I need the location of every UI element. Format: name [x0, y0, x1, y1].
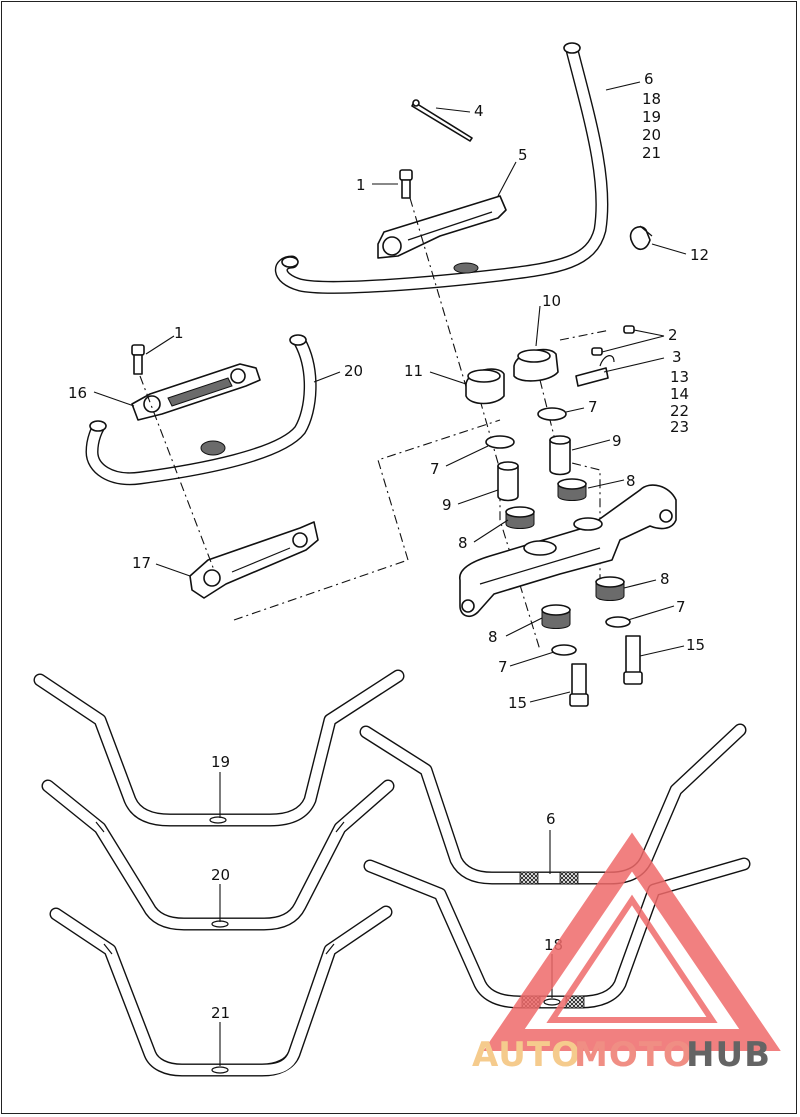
callout-17: 17 [132, 554, 151, 572]
callout-7-c: 7 [676, 598, 686, 616]
callout-8-b: 8 [458, 534, 468, 552]
callout-8-a: 8 [626, 472, 636, 490]
lower-riser-clamp [189, 521, 319, 599]
middle-riser-clamp [131, 363, 261, 421]
callout-16: 16 [68, 384, 87, 402]
callout-5: 5 [518, 146, 528, 164]
callout-7-b: 7 [430, 460, 440, 478]
callout-1-middle: 1 [174, 324, 184, 342]
callout-9-b: 9 [442, 496, 452, 514]
callout-19: 19 [642, 108, 661, 126]
clamp-screw-top [399, 169, 413, 199]
callout-21: 21 [642, 144, 661, 162]
callout-6-variant: 6 [546, 810, 556, 828]
callout-labels: 4 6 18 19 20 21 1 5 12 1 20 16 10 11 2 3… [68, 70, 709, 1022]
callout-10: 10 [542, 292, 561, 310]
callout-1-top: 1 [356, 176, 366, 194]
washers-upper [485, 407, 567, 449]
handlebar-variant-6 [359, 723, 747, 885]
bushings-upper [505, 478, 587, 529]
upper-riser-clamp [377, 195, 507, 259]
callout-15-a: 15 [686, 636, 705, 654]
callout-7-a: 7 [588, 398, 598, 416]
watermark-word-moto: MOTO [574, 1035, 693, 1075]
callout-20: 20 [642, 126, 661, 144]
small-screws [591, 325, 635, 356]
handlebar-variant-20 [41, 779, 395, 931]
callout-9-a: 9 [612, 432, 622, 450]
automotohub-watermark: AUTO MOTO HUB [472, 832, 781, 1075]
callout-20-middle: 20 [344, 362, 363, 380]
watermark-word-hub: HUB [686, 1035, 771, 1075]
callout-19-variant: 19 [211, 753, 230, 771]
watermark-inner-triangle [546, 894, 718, 1023]
spacers [497, 435, 571, 502]
callout-2: 2 [668, 326, 678, 344]
fork-top-bracket [459, 484, 677, 618]
callout-8-d: 8 [488, 628, 498, 646]
leader-lines [93, 81, 687, 1066]
callout-12: 12 [690, 246, 709, 264]
callout-6: 6 [644, 70, 654, 88]
riser-bolts [569, 635, 643, 707]
bushings-lower [541, 576, 625, 629]
clamp-screw-middle [131, 344, 145, 375]
watermark-word-auto: AUTO [472, 1035, 581, 1075]
washers-lower [551, 616, 631, 656]
watermark-triangle-logo [483, 832, 781, 1051]
callout-7-d: 7 [498, 658, 508, 676]
callout-18: 18 [642, 90, 661, 108]
callout-3: 3 [672, 348, 682, 366]
handlebar-variant-19 [33, 669, 405, 827]
riser-right [513, 348, 559, 382]
callout-22: 22 [670, 402, 689, 420]
handlebar-middle-assembly [85, 334, 317, 486]
handlebar-variant-21 [49, 905, 393, 1077]
callout-14: 14 [670, 385, 689, 403]
callout-4: 4 [474, 102, 484, 120]
cable-clip [629, 225, 653, 251]
callout-11: 11 [404, 362, 423, 380]
callout-8-c: 8 [660, 570, 670, 588]
callout-15-b: 15 [508, 694, 527, 712]
cable-tie [411, 99, 473, 142]
callout-21-variant: 21 [211, 1004, 230, 1022]
riser-left [465, 368, 505, 405]
bracket [575, 355, 615, 387]
handlebar-top-assembly [274, 42, 609, 294]
callout-23: 23 [670, 418, 689, 436]
callout-20-variant: 20 [211, 866, 230, 884]
callout-13: 13 [670, 368, 689, 386]
